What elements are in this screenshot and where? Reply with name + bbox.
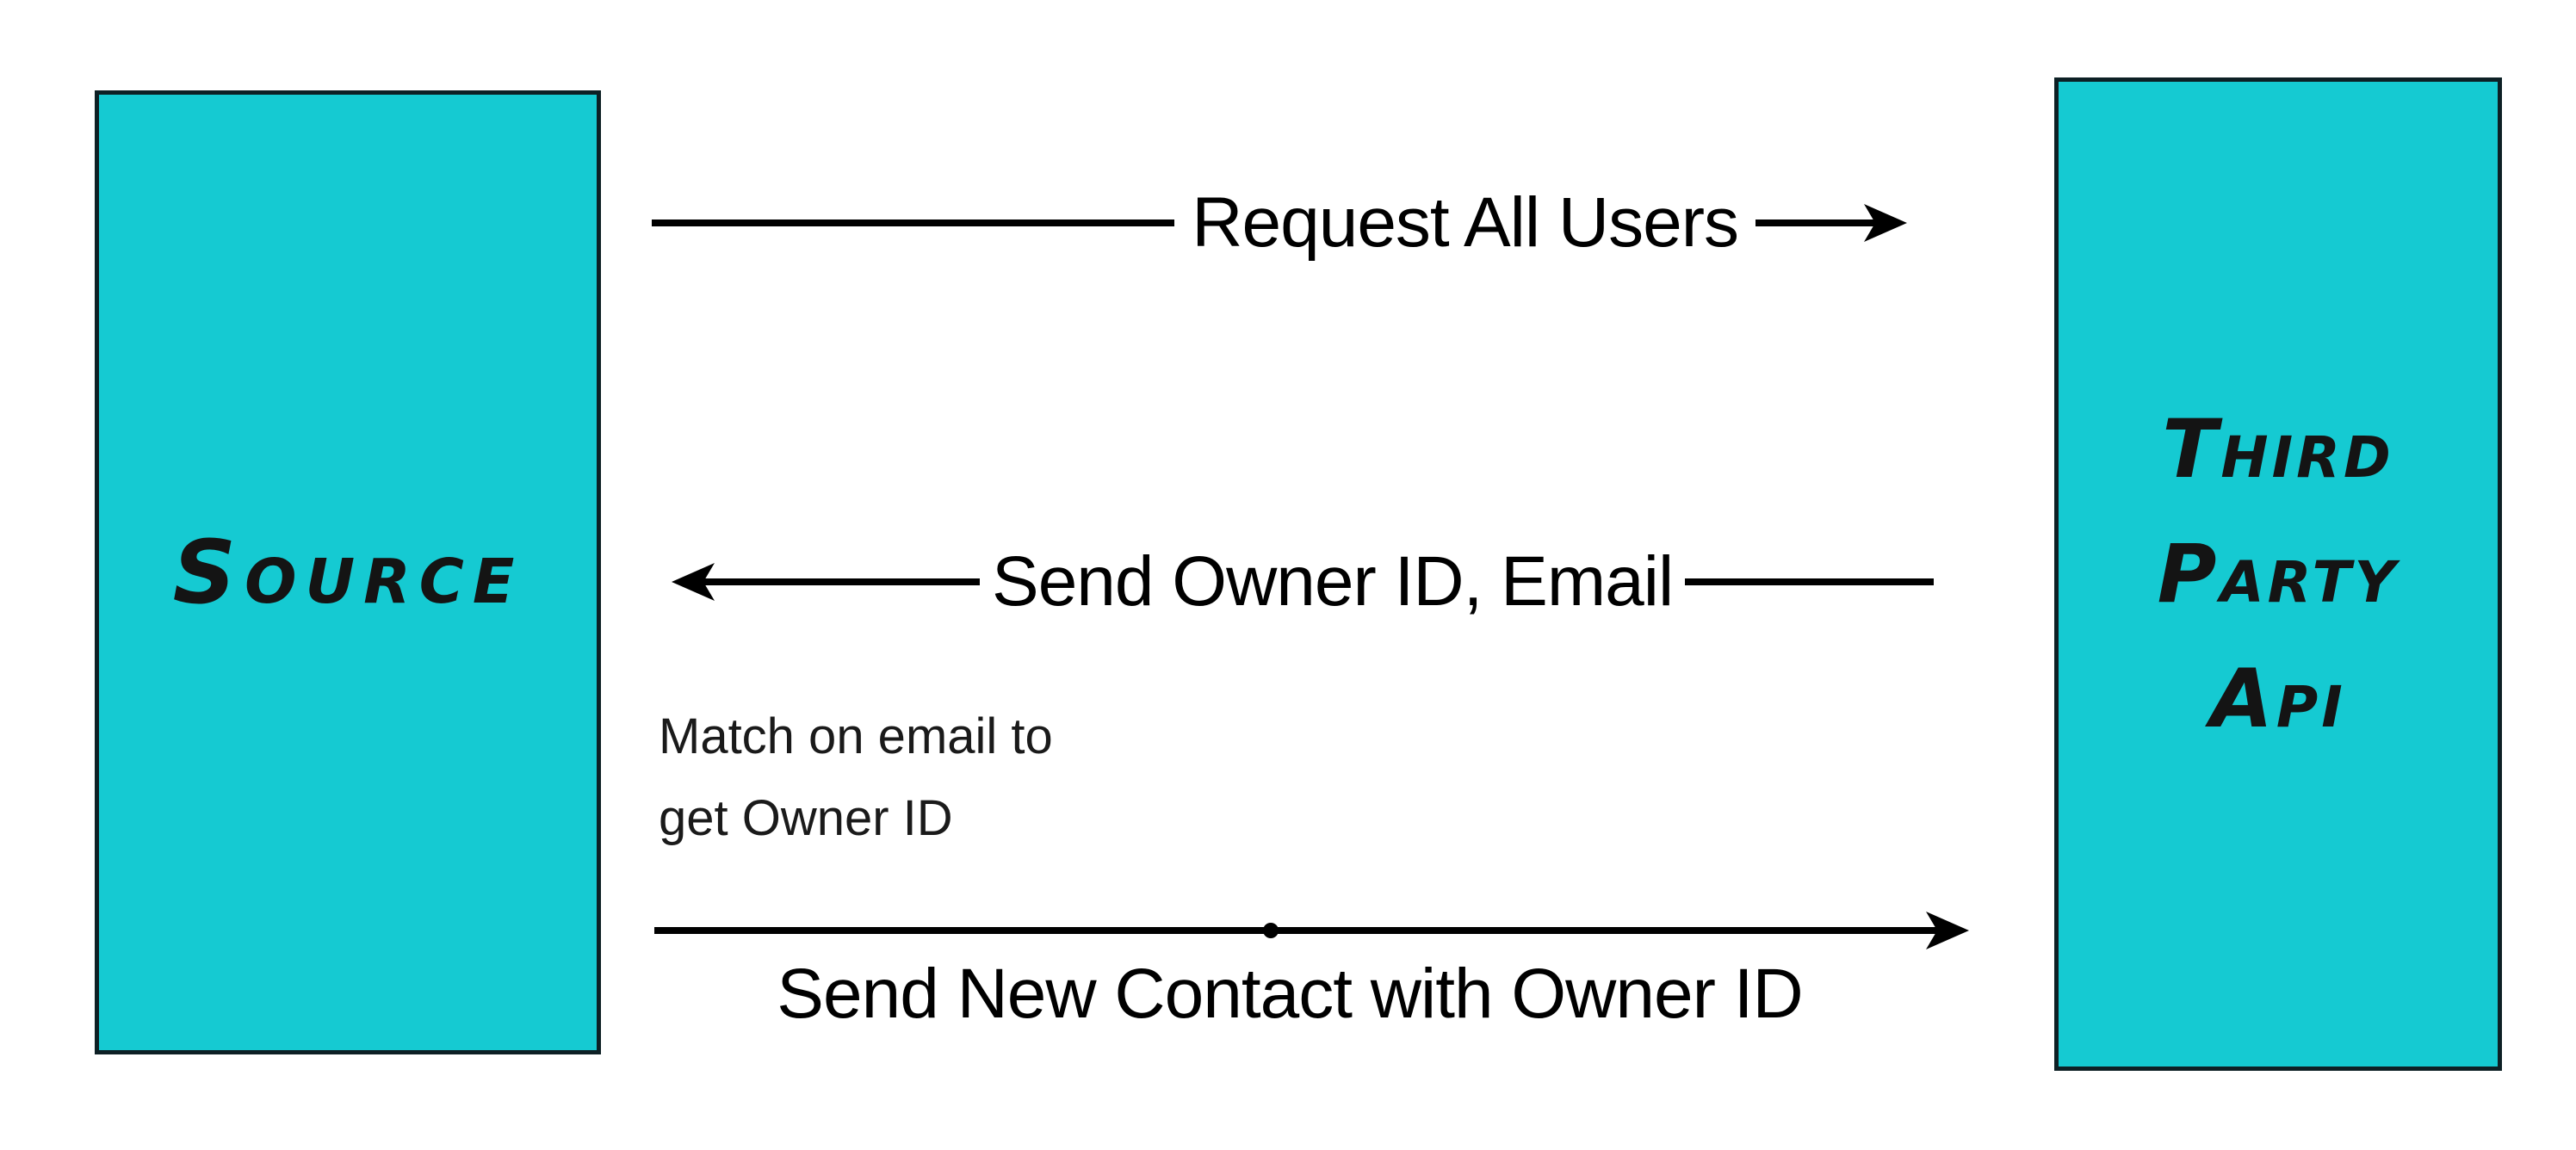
- arrow-send-new-contact-label: Send New Contact with Owner ID: [777, 955, 1803, 1033]
- match-note-line1: Match on email to: [659, 708, 1053, 764]
- arrow-line-segment: [652, 219, 1175, 226]
- arrow-line-segment: [1685, 578, 1934, 585]
- arrow-request-all-users: Request All Users: [652, 188, 1907, 258]
- source-node: Source: [95, 90, 601, 1054]
- arrow-line-segment: [703, 578, 980, 585]
- arrow-send-owner-id-email: Send Owner ID, Email: [672, 547, 1934, 617]
- arrow-line-segment: [1756, 219, 1876, 226]
- arrow-send-owner-id-email-label: Send Owner ID, Email: [992, 542, 1674, 621]
- match-note-line2: get Owner ID: [659, 790, 953, 846]
- waypoint-dot-icon: [1262, 923, 1279, 938]
- api-node-label-line1: Third: [2162, 402, 2394, 497]
- arrow-request-all-users-label: Request All Users: [1192, 183, 1739, 262]
- api-node-label-line3: Api: [2210, 652, 2346, 746]
- arrow-send-new-contact: [654, 905, 1969, 956]
- arrow-line-segment: [654, 923, 1938, 938]
- api-node-label-line2: Party: [2157, 527, 2400, 621]
- third-party-api-node: Third Party Api: [2054, 77, 2502, 1071]
- source-node-label: Source: [172, 521, 523, 624]
- match-note: Match on email to get Owner ID: [659, 696, 1053, 859]
